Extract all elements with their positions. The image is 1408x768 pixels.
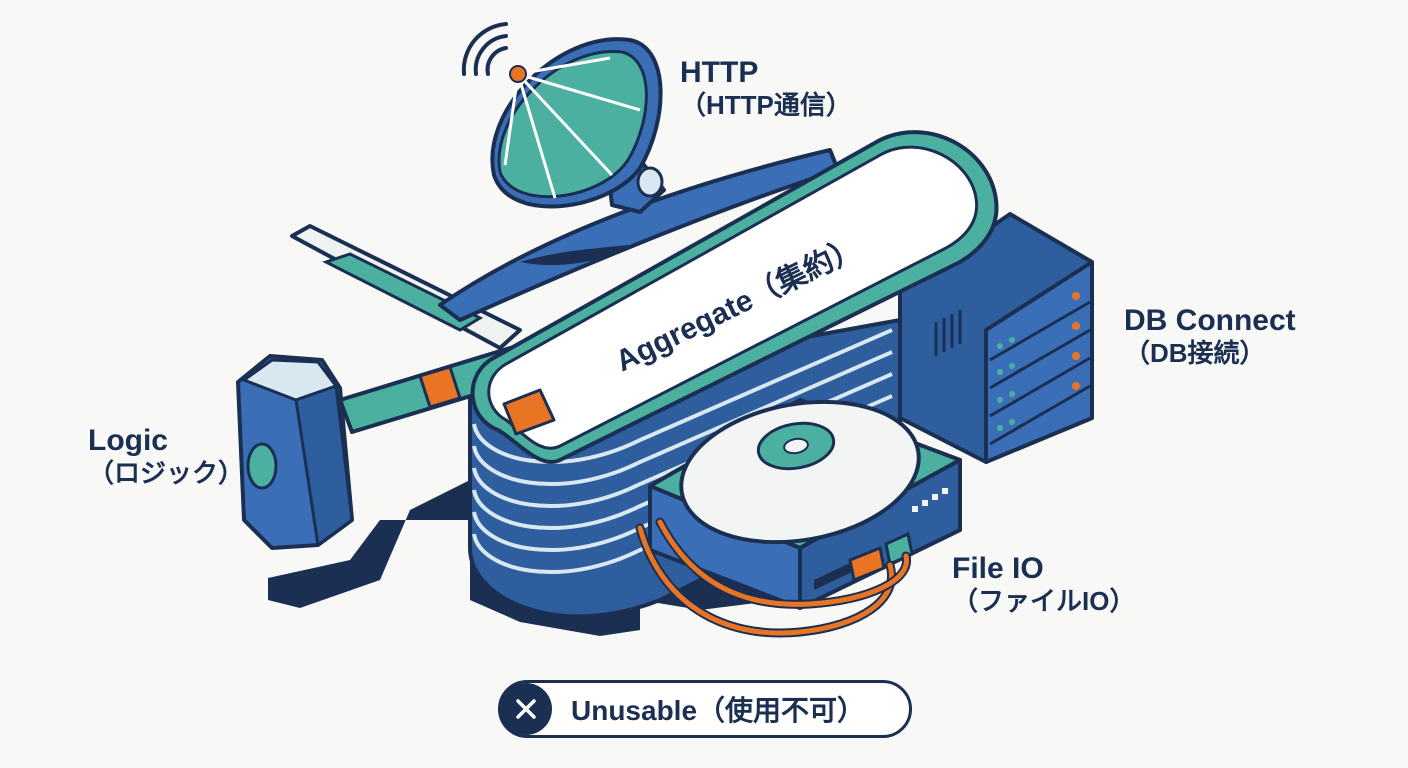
db-label: DB Connect （DB接続） <box>1124 304 1296 368</box>
http-label-sub: （HTTP通信） <box>680 89 852 120</box>
db-label-sub: （DB接続） <box>1124 337 1266 368</box>
logic-label-sub: （ロジック） <box>88 457 245 488</box>
status-text: Unusable（使用不可） <box>571 695 866 726</box>
cables <box>635 517 912 638</box>
file-label-main: File IO <box>952 552 1044 585</box>
close-icon <box>500 683 552 735</box>
logic-label: Logic （ロジック） <box>88 424 244 488</box>
db-label-main: DB Connect <box>1124 304 1296 337</box>
logic-label-main: Logic <box>88 424 168 457</box>
file-label-sub: （ファイルIO） <box>952 585 1136 616</box>
file-label: File IO （ファイルIO） <box>952 552 1135 616</box>
hard-drive-icon <box>648 398 962 610</box>
http-label: HTTP （HTTP通信） <box>680 56 852 120</box>
pliers-icon <box>290 148 840 350</box>
http-label-main: HTTP <box>680 56 759 89</box>
db-server-icon <box>898 212 1094 464</box>
satellite-dish-icon <box>461 22 666 214</box>
status-badge: Unusable（使用不可） <box>498 680 912 738</box>
